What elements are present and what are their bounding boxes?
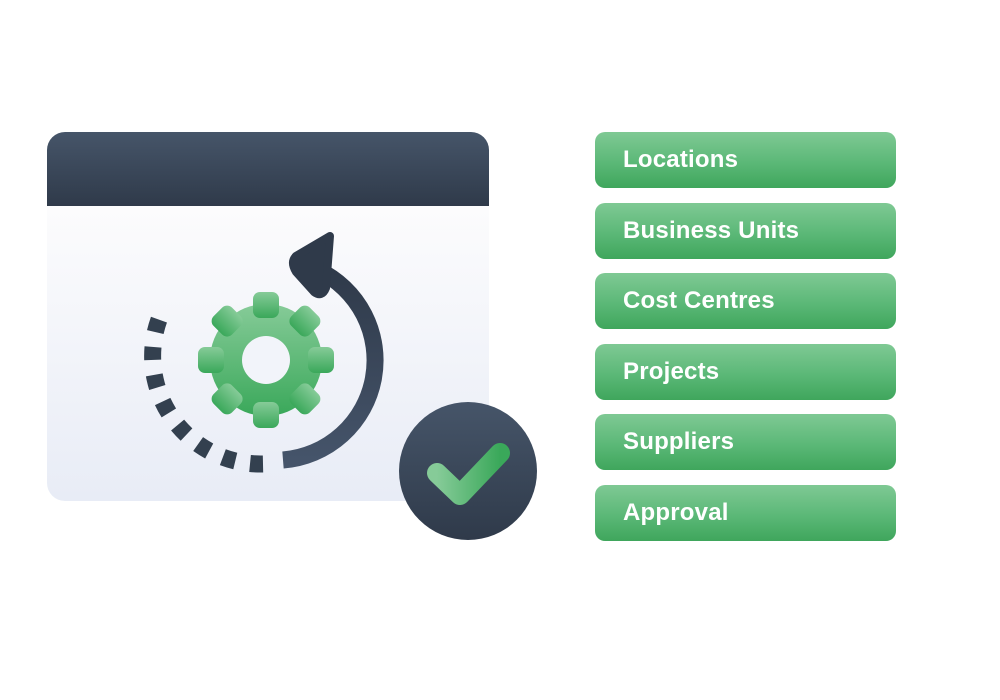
item-cost-centres[interactable]: Cost Centres xyxy=(595,273,896,330)
setup-items-list: Locations Business Units Cost Centres Pr… xyxy=(595,132,896,556)
settings-window-illustration xyxy=(47,132,489,501)
item-label: Projects xyxy=(623,357,720,385)
item-label: Approval xyxy=(623,498,729,526)
item-approval[interactable]: Approval xyxy=(595,484,896,541)
item-locations[interactable]: Locations xyxy=(595,132,896,188)
item-label: Business Units xyxy=(623,216,800,244)
item-label: Locations xyxy=(623,146,739,173)
refresh-arrow-icon xyxy=(282,232,384,469)
item-label: Cost Centres xyxy=(623,287,775,315)
gear-icon xyxy=(198,292,334,428)
check-badge-icon xyxy=(399,402,537,540)
item-suppliers[interactable]: Suppliers xyxy=(595,414,896,471)
item-business-units[interactable]: Business Units xyxy=(595,202,896,259)
item-label: Suppliers xyxy=(623,428,735,456)
item-projects[interactable]: Projects xyxy=(595,343,896,400)
window-titlebar xyxy=(47,132,489,206)
dashed-progress-arc-icon xyxy=(144,308,264,473)
